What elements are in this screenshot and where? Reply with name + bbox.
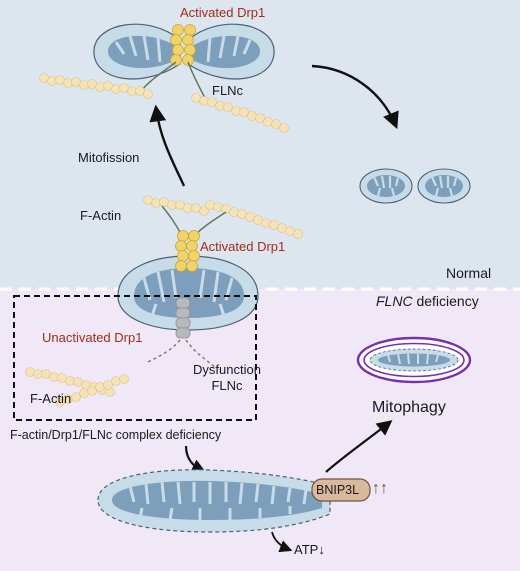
atp-arrow: [271, 531, 293, 553]
daughter-mitochondrion-left: [359, 168, 413, 204]
fission-result-arrow: [311, 64, 399, 130]
mid-right-actin-filament: [205, 200, 303, 239]
normal-panel-label: Normal: [446, 265, 492, 281]
mid-left-actin-filament: [143, 195, 209, 216]
flnc-gene-name: FLNC: [376, 293, 413, 309]
dysfunction-flnc-strands: [147, 339, 217, 369]
top-activated-drp1-label: Activated Drp1: [180, 5, 266, 20]
unactivated-drp1-label: Unactivated Drp1: [42, 330, 143, 345]
mid-mitochondrion: [117, 255, 259, 331]
dividing-mitochondrion: [93, 23, 275, 80]
deficiency-word: deficiency: [412, 293, 479, 309]
top-drp1-ring: [170, 24, 196, 66]
bnip3l-up-arrows: ↑↑: [372, 480, 388, 497]
dysfunction-flnc-label: Dysfunction FLNc: [193, 362, 261, 393]
bnip3l-label: BNIP3L: [316, 483, 360, 497]
top-left-actin-filament: [39, 73, 153, 99]
mitophagy-arrow: [325, 420, 393, 473]
unactivated-drp1-cluster: [175, 297, 191, 339]
mid-activated-drp1-label: Activated Drp1: [200, 239, 286, 254]
elongated-mitochondrion: [97, 469, 331, 533]
flnc-label: FLNc: [212, 83, 244, 98]
deficiency-panel-label: FLNC deficiency: [376, 294, 479, 308]
autophagosome: [356, 336, 472, 384]
mitophagy-label: Mitophagy: [372, 399, 446, 416]
mitofission-arrow: [149, 104, 186, 187]
complex-deficiency-box: [13, 295, 257, 421]
bnip3l-badge: [311, 478, 371, 502]
f-actin-label-deficiency: F-Actin: [30, 391, 72, 406]
top-right-actin-filament: [191, 93, 289, 133]
daughter-mitochondrion-right: [417, 168, 471, 204]
complex-deficiency-label: F-actin/Drp1/FLNc complex deficiency: [10, 428, 222, 442]
deficiency-actin-filament-b: [55, 374, 129, 407]
atp-label: ATP↓: [294, 542, 325, 557]
mid-drp1-ring: [175, 230, 200, 272]
mitofission-label: Mitofission: [78, 150, 140, 165]
f-actin-label-normal: F-Actin: [80, 208, 122, 223]
